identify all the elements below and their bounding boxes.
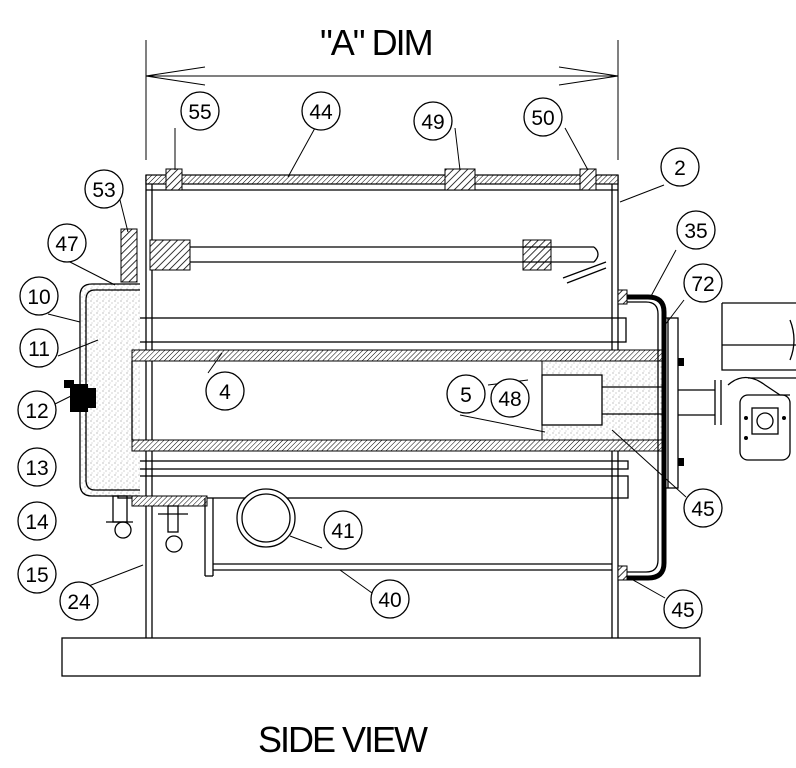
callout: 55 — [180, 91, 220, 131]
callout: 41 — [323, 510, 363, 550]
pad-49 — [444, 168, 476, 191]
bolt — [678, 458, 684, 466]
svg-text:24: 24 — [67, 591, 91, 614]
heater-element — [149, 239, 607, 284]
svg-text:13: 13 — [25, 457, 48, 480]
callout: 14 — [17, 501, 57, 541]
pad-50 — [579, 168, 597, 191]
callout: 5 — [446, 374, 486, 414]
svg-text:40: 40 — [378, 589, 401, 612]
base-skid — [61, 637, 701, 677]
callout: 15 — [17, 554, 57, 594]
base-rail — [117, 475, 629, 499]
callout: 12 — [17, 390, 57, 430]
callout: 72 — [683, 263, 723, 303]
svg-text:44: 44 — [309, 101, 333, 124]
svg-text:11: 11 — [28, 338, 50, 361]
callout: 2 — [660, 147, 700, 187]
view-title: SIDE VIEW — [258, 719, 428, 760]
drain-valve-left — [106, 495, 133, 539]
drain-valve-right — [158, 505, 188, 553]
svg-text:35: 35 — [684, 220, 707, 243]
bolt — [678, 358, 684, 366]
callout: 47 — [47, 223, 87, 263]
flue-tube-bottom — [131, 439, 663, 452]
callout: 40 — [370, 579, 410, 619]
svg-text:4: 4 — [219, 381, 231, 404]
svg-text:53: 53 — [92, 179, 115, 202]
lower-rod — [117, 460, 629, 470]
svg-text:49: 49 — [421, 111, 444, 134]
svg-text:2: 2 — [674, 157, 686, 180]
dimension-line — [145, 40, 619, 160]
bracket-53 — [120, 228, 138, 283]
callout: 50 — [523, 97, 563, 137]
callout: 48 — [490, 378, 530, 418]
top-bar — [145, 174, 619, 185]
leader-lines — [47, 127, 687, 599]
callout: 49 — [413, 101, 453, 141]
svg-text:5: 5 — [460, 384, 472, 407]
callout: 35 — [676, 210, 716, 250]
pad-55 — [165, 168, 183, 191]
base-insulation — [131, 495, 208, 507]
callout: 45 — [663, 589, 703, 629]
svg-text:41: 41 — [331, 520, 354, 543]
svg-text:55: 55 — [188, 101, 211, 124]
svg-text:47: 47 — [55, 233, 78, 256]
callout: 24 — [59, 581, 99, 621]
flange-bottom — [617, 565, 628, 581]
callout: 4 — [205, 371, 245, 411]
callout: 10 — [19, 276, 59, 316]
svg-text:72: 72 — [691, 273, 714, 296]
pipe-41 — [236, 488, 296, 548]
callout: 53 — [84, 169, 124, 209]
drain-fitting — [64, 380, 96, 412]
svg-text:15: 15 — [25, 564, 48, 587]
callout: 11 — [19, 328, 59, 368]
callout: 44 — [301, 91, 341, 131]
burner-plate — [663, 317, 679, 489]
callout: 13 — [17, 447, 57, 487]
svg-text:50: 50 — [531, 107, 554, 130]
flange-top — [617, 289, 628, 305]
svg-text:45: 45 — [691, 498, 714, 521]
svg-text:10: 10 — [27, 286, 50, 309]
burner — [678, 302, 796, 461]
dimension-title: "A" DIM — [320, 22, 432, 63]
svg-text:12: 12 — [25, 400, 48, 423]
callout: 45 — [683, 488, 723, 528]
flue-tube-top — [131, 349, 663, 362]
svg-text:48: 48 — [498, 388, 521, 411]
support-40 — [204, 498, 612, 577]
svg-text:14: 14 — [25, 511, 49, 534]
upper-rod — [129, 317, 627, 343]
svg-text:45: 45 — [671, 599, 694, 622]
